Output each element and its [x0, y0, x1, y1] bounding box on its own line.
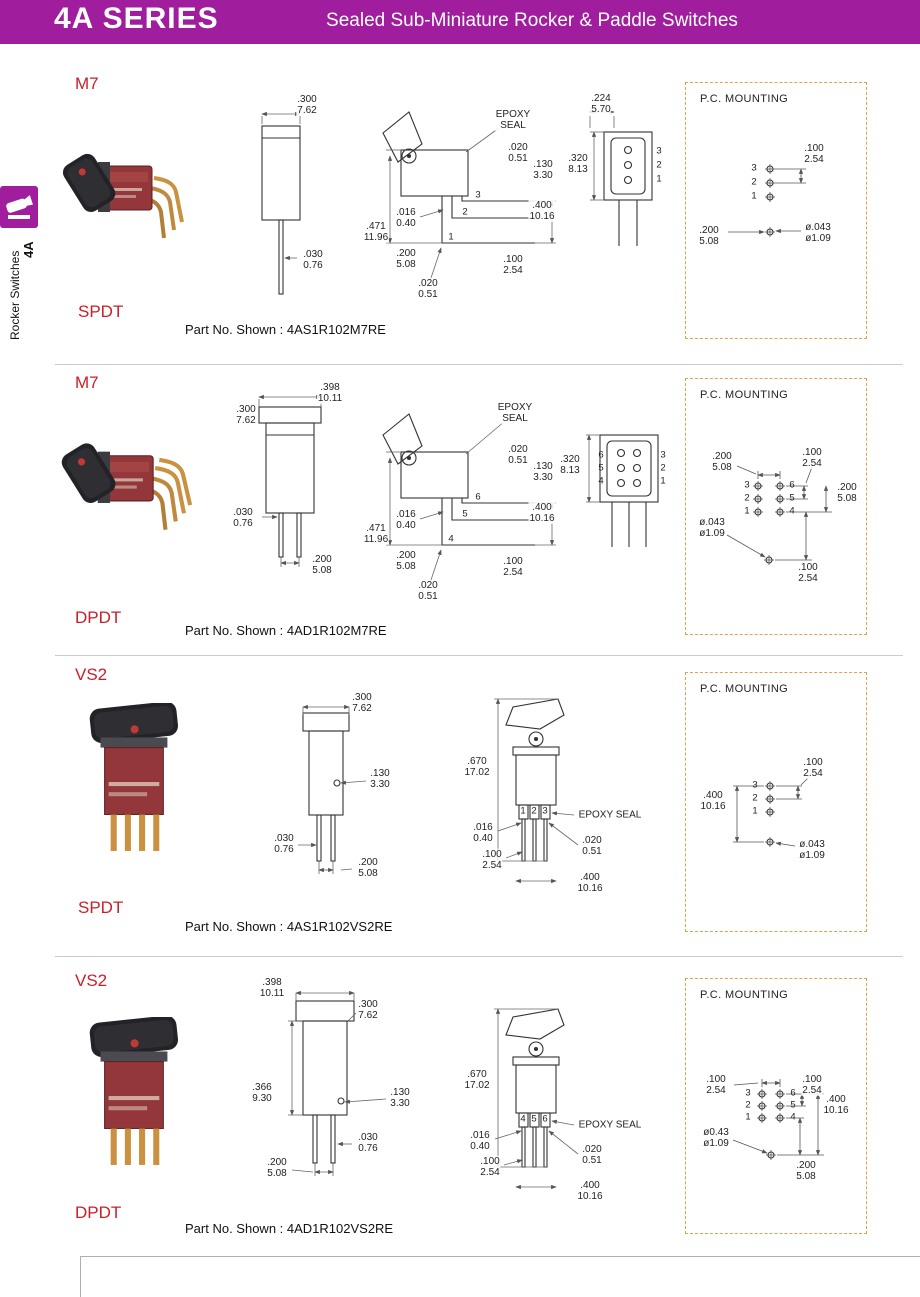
- next-table-corner: [80, 1256, 920, 1297]
- part-number: Part No. Shown : 4AD1R102M7RE: [185, 623, 387, 638]
- section-m7-spdt: M7 P.C. MOUNTING: [0, 60, 920, 365]
- product-photo: [89, 703, 178, 851]
- part-number: Part No. Shown : 4AS1R102M7RE: [185, 322, 386, 337]
- section-divider: [55, 956, 903, 957]
- model-label: M7: [75, 74, 99, 93]
- section-divider: [55, 364, 903, 365]
- pc-mounting-box: P.C. MOUNTING: [685, 978, 867, 1234]
- technical-drawing-vs2-dpdt: [288, 990, 824, 1190]
- product-photo: [62, 153, 184, 239]
- pc-mounting-title: P.C. MOUNTING: [700, 989, 789, 1001]
- switch-type-label: SPDT: [78, 302, 124, 321]
- section-m7-dpdt: M7 P.C. MOUNTING: [0, 365, 920, 655]
- pc-mounting-title: P.C. MOUNTING: [700, 93, 789, 105]
- series-title: 4A SERIES: [54, 2, 219, 35]
- product-photo: [89, 1017, 178, 1165]
- switch-type-label: SPDT: [78, 898, 124, 917]
- part-number: Part No. Shown : 4AS1R102VS2RE: [185, 919, 393, 934]
- rocker-switch-icon: [0, 186, 38, 228]
- switch-type-label: DPDT: [75, 608, 122, 627]
- page-header: 4A SERIES Sealed Sub-Miniature Rocker & …: [0, 0, 920, 44]
- section-vs2-dpdt: VS2 P.C. MOUNTING: [0, 955, 920, 1257]
- technical-drawing-vs2-spdt: [298, 698, 811, 884]
- model-label: M7: [75, 373, 99, 392]
- section-vs2-spdt: VS2 P.C. MOUNTING: [0, 655, 920, 955]
- product-photo: [61, 443, 193, 530]
- pc-mounting-box: P.C. MOUNTING: [685, 672, 867, 932]
- part-number: Part No. Shown : 4AD1R102VS2RE: [185, 1221, 394, 1236]
- technical-drawing-m7-spdt: [261, 109, 806, 295]
- pc-mounting-title: P.C. MOUNTING: [700, 389, 789, 401]
- switch-type-label: DPDT: [75, 1203, 122, 1222]
- pc-mounting-box: P.C. MOUNTING: [685, 82, 867, 339]
- pc-mounting-title: P.C. MOUNTING: [700, 683, 789, 695]
- page-subtitle: Sealed Sub-Miniature Rocker & Paddle Swi…: [326, 10, 738, 31]
- pc-mounting-box: P.C. MOUNTING: [685, 378, 867, 635]
- model-label: VS2: [75, 971, 108, 990]
- model-label: VS2: [75, 665, 108, 684]
- technical-drawing-m7-dpdt: [258, 394, 832, 584]
- section-divider: [55, 655, 903, 656]
